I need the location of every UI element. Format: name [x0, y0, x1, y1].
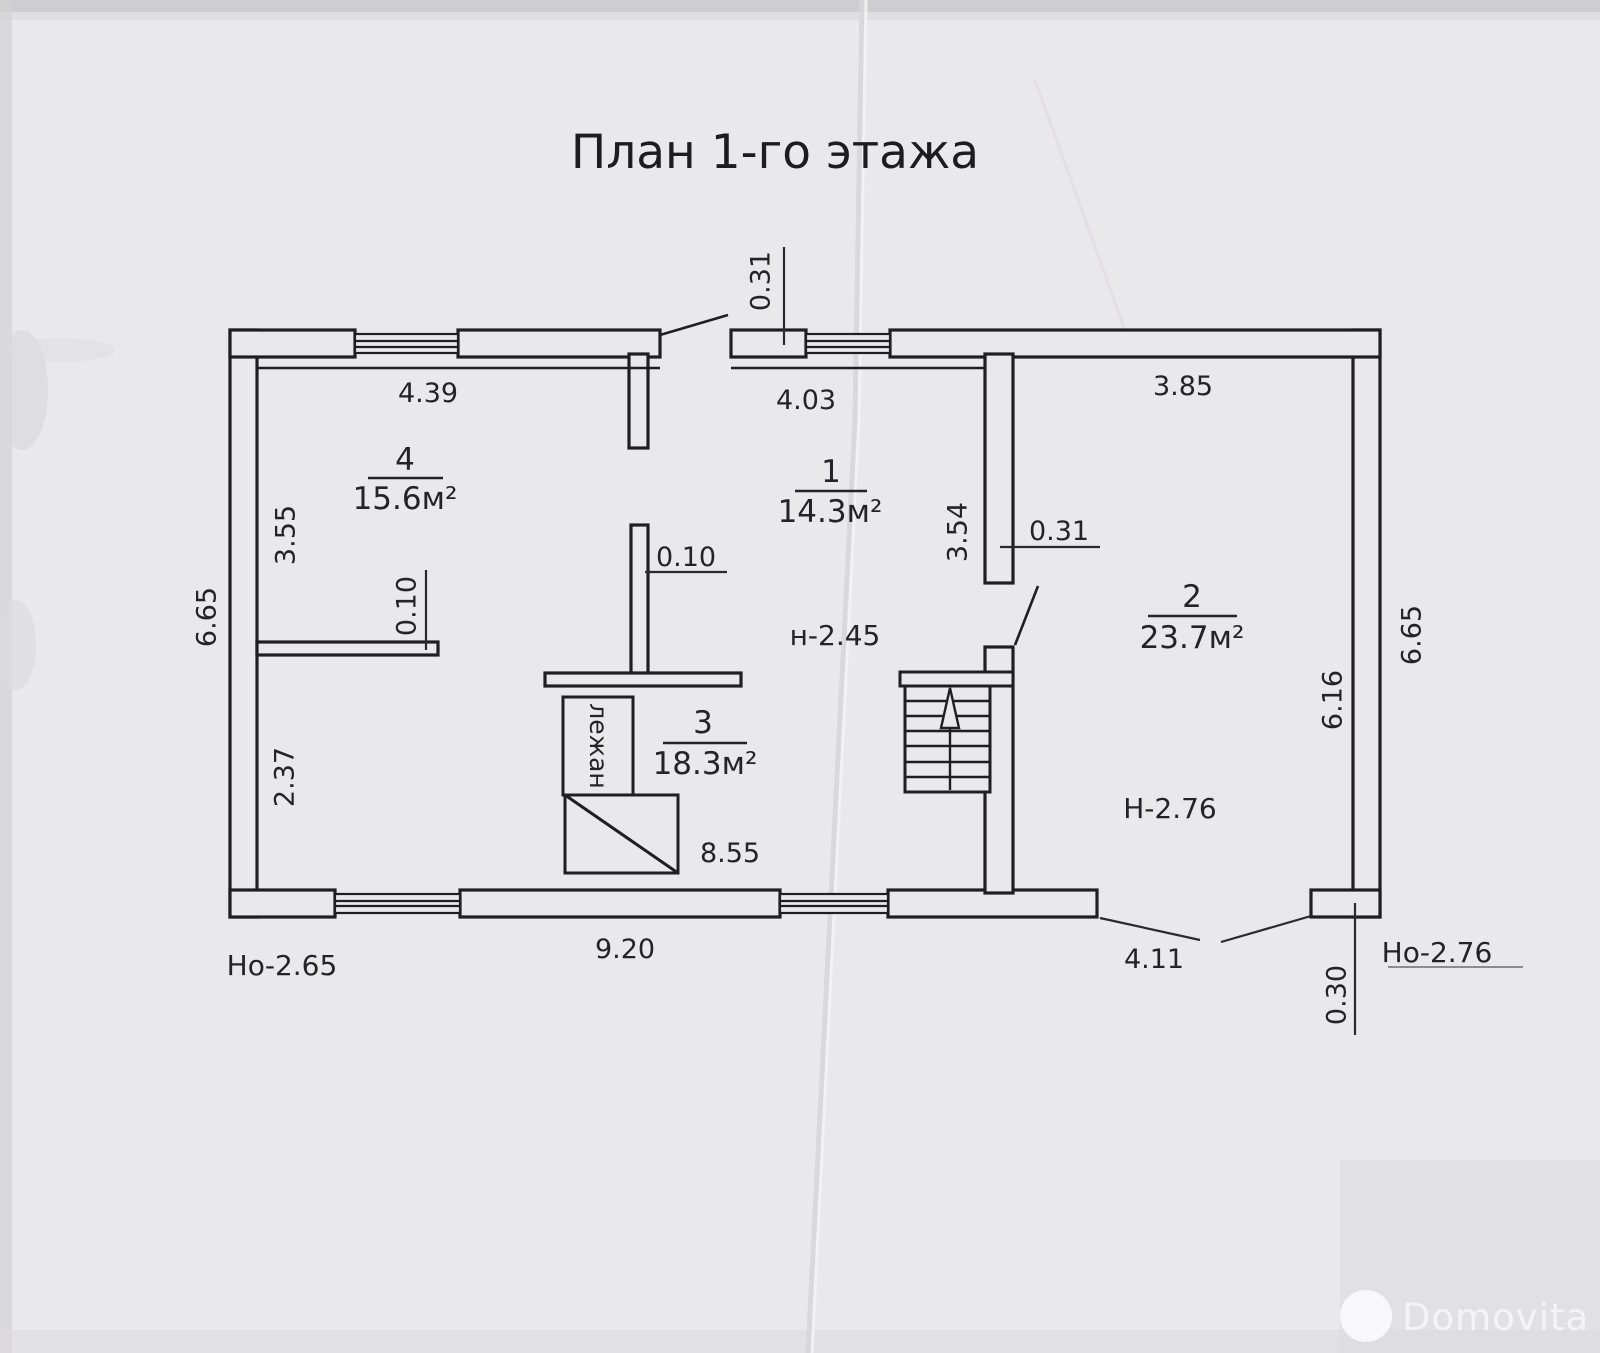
- window-bottom-1: [333, 892, 462, 915]
- stair-landing-edge: [898, 670, 1015, 688]
- wall-top-corner-left: [228, 328, 357, 359]
- room-4-area: 15.6м²: [353, 481, 458, 517]
- label-height-outer-left: Но-2.65: [227, 949, 338, 982]
- leader-411-right: [1220, 914, 1312, 944]
- wall-bottom-corner-left: [228, 888, 337, 919]
- label-height-outer-right: Но-2.76: [1382, 936, 1493, 969]
- stove-bench-rect: [561, 695, 635, 797]
- wall-stub-room4-1: [627, 352, 650, 450]
- wall-top-porch: [729, 328, 808, 359]
- stove-diagonal: [564, 793, 679, 875]
- room-1-area: 14.3м²: [778, 494, 883, 530]
- dim-bottom-855: 8.55: [700, 838, 760, 869]
- stove: [561, 695, 680, 875]
- room-1-number: 1: [821, 454, 841, 490]
- wall-divider-room1-2: [983, 352, 1015, 585]
- dim-wall-top-031: 0.31: [746, 251, 777, 311]
- dim-partition-left-010: 0.10: [392, 576, 423, 636]
- door-swings: [659, 313, 1040, 646]
- dim-bottom-411: 4.11: [1124, 944, 1184, 975]
- room-3-number: 3: [693, 705, 713, 741]
- door-swing-entrance: [659, 313, 729, 337]
- label-ceiling-room2: Н-2.76: [1123, 792, 1217, 825]
- staircase: [898, 670, 1015, 794]
- walls: [228, 328, 1382, 919]
- dimension-lines: [424, 247, 1523, 1035]
- leader-411-left: [1099, 916, 1201, 942]
- window-top-1: [353, 332, 460, 355]
- page-title: План 1-го этажа: [571, 125, 979, 180]
- stair-direction-arrow: [939, 687, 961, 790]
- dimension-labels: 4.39 4.03 3.85 0.31 0.31 0.10 0.10 3.55 …: [192, 251, 1428, 1025]
- label-ceiling-hall: н-2.45: [790, 619, 881, 652]
- wall-right: [1351, 328, 1382, 919]
- wall-bottom-corner-right: [1309, 888, 1382, 919]
- dim-left-237: 2.37: [270, 747, 301, 807]
- dim-bottom-920: 9.20: [595, 934, 655, 965]
- room-2-number: 2: [1182, 579, 1202, 615]
- dim-right-616: 6.16: [1318, 670, 1349, 730]
- dim-left-665: 6.65: [192, 587, 223, 647]
- room-2-area: 23.7м²: [1140, 620, 1245, 656]
- dim-partition-mid-010: 0.10: [656, 542, 716, 573]
- window-bottom-2: [778, 892, 890, 915]
- dim-wall-mid-031: 0.31: [1029, 516, 1089, 547]
- watermark-brand: Domovita: [1402, 1296, 1589, 1339]
- dim-right-665: 6.65: [1397, 605, 1428, 665]
- dim-top-room1: 4.03: [776, 385, 836, 416]
- room-4-number: 4: [395, 442, 415, 478]
- window-top-2: [804, 332, 892, 355]
- room-3-label: 3 18.3м²: [653, 705, 758, 782]
- wall-partition-mid-vert: [629, 523, 650, 680]
- stove-bench-label: лежан: [584, 703, 613, 789]
- dim-top-room2: 3.85: [1153, 371, 1213, 402]
- windows: [333, 332, 892, 915]
- height-labels: н-2.45 Н-2.76 Но-2.65 Но-2.76: [227, 619, 1493, 982]
- room-labels: 1 14.3м² 2 23.7м² 3 18.3м² 4 15.6м²: [353, 442, 1245, 782]
- dim-mid-354: 3.54: [943, 502, 974, 562]
- room-2-label: 2 23.7м²: [1140, 579, 1245, 656]
- wall-top-right: [888, 328, 1382, 359]
- wall-partition-mid-horiz: [543, 671, 743, 688]
- dim-left-355: 3.55: [271, 505, 302, 565]
- dim-bottom-030: 0.30: [1322, 965, 1353, 1025]
- watermark-logo-icon: [1340, 1290, 1392, 1342]
- wall-left: [228, 328, 259, 919]
- room-1-label: 1 14.3м²: [778, 454, 883, 530]
- room-3-area: 18.3м²: [653, 746, 758, 782]
- watermark: Domovita: [1340, 1290, 1589, 1342]
- door-swing-room2: [1013, 585, 1040, 646]
- dim-top-room4: 4.39: [398, 378, 458, 409]
- wall-partition-left: [255, 640, 440, 657]
- wall-bottom-a: [458, 888, 782, 919]
- room-4-label: 4 15.6м²: [353, 442, 458, 517]
